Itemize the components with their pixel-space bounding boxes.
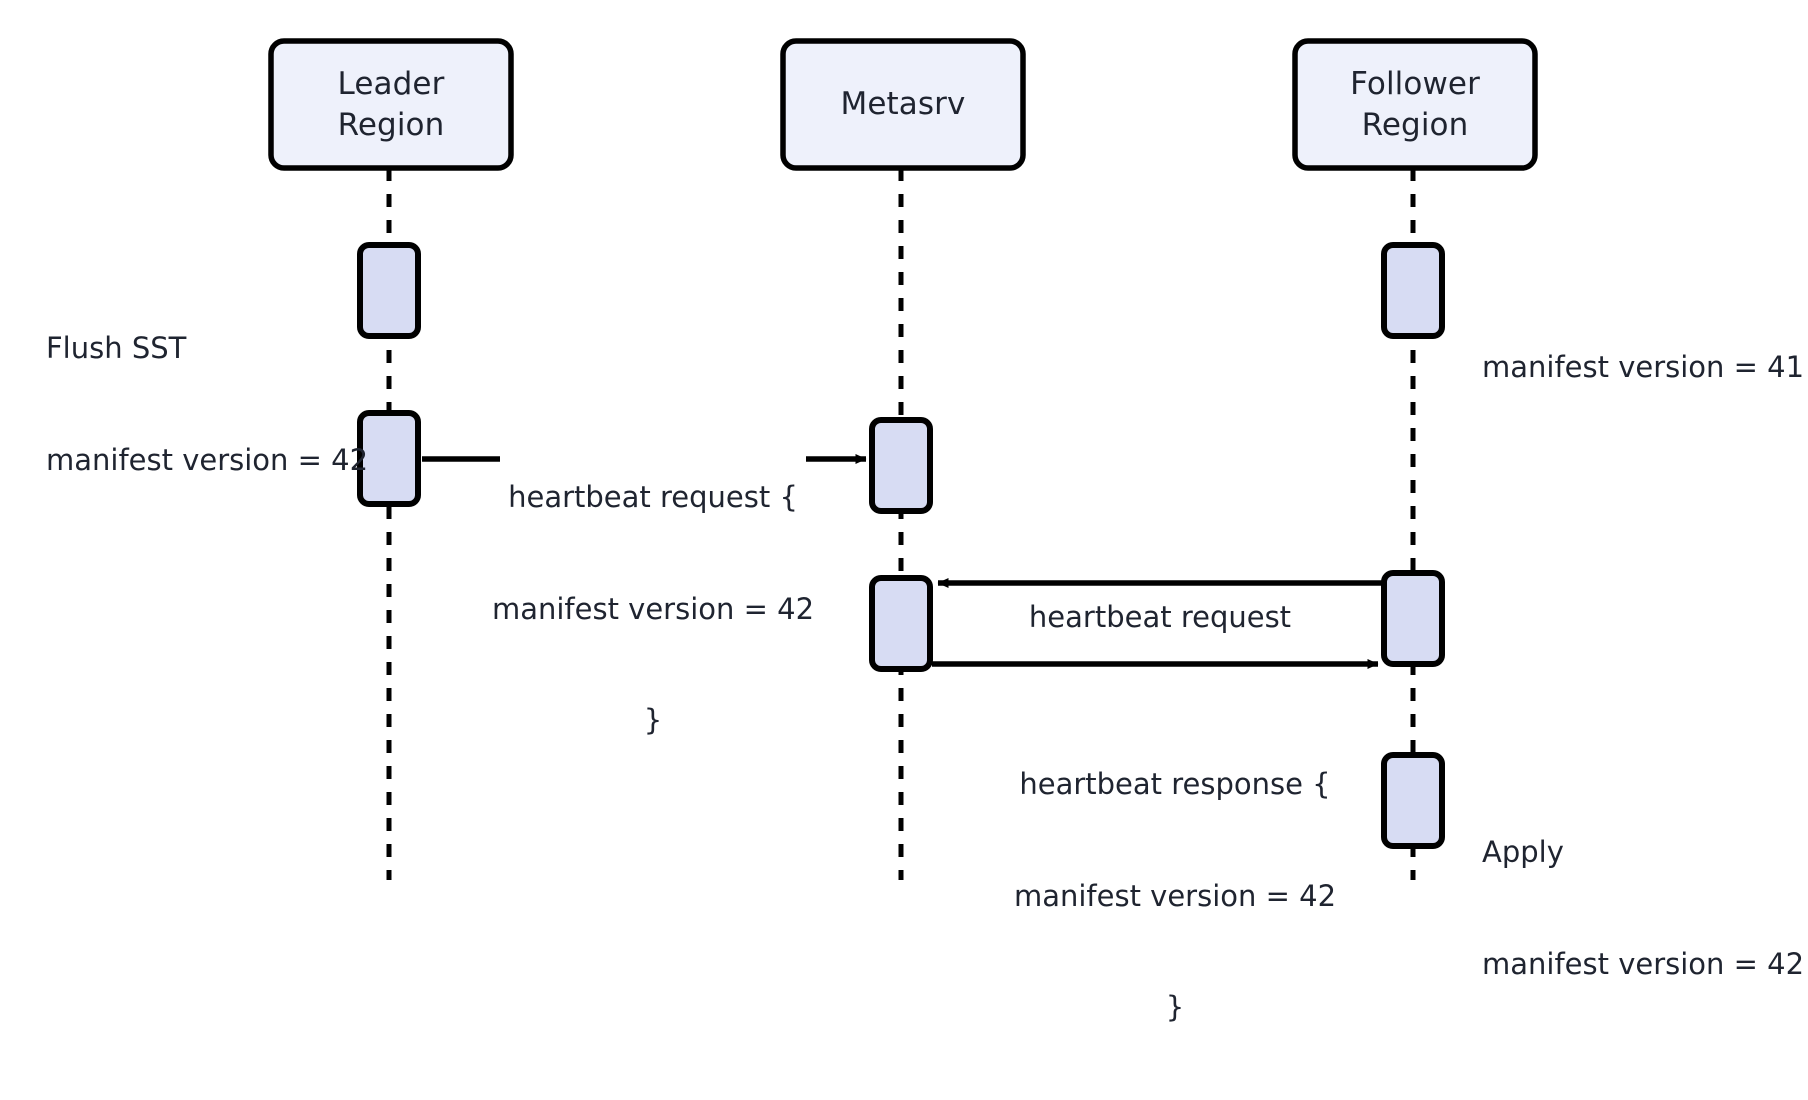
message-label-heartbeat-request-leader-line3: } [643,702,663,737]
note-apply-line2: manifest version = 42 [1482,946,1805,981]
note-apply-line1: Apply [1482,835,1564,870]
message-arrows [422,454,1382,669]
note-flush-sst-line1: Flush SST [46,331,187,366]
participant-box-leader[interactable] [268,38,514,171]
participant-box-follower[interactable] [1292,38,1538,171]
message-label-heartbeat-response-line3: } [1165,989,1185,1024]
activation-metasrv-exchange[interactable] [869,575,933,672]
diagram-canvas [268,38,1538,880]
note-flush-sst-line2: manifest version = 42 [46,442,369,477]
message-label-heartbeat-response-line1: heartbeat response { [1019,767,1331,802]
message-label-heartbeat-response: heartbeat response { manifest version = … [1005,692,1345,1100]
message-label-heartbeat-request-follower-line1: heartbeat request [1028,600,1292,635]
message-label-heartbeat-request-follower: heartbeat request [980,525,1340,711]
activation-bars [357,242,1445,849]
sequence-diagram: Leader Region Metasrv Follower Region Fl… [46,38,1805,1024]
note-apply: Apply manifest version = 42 [1482,760,1805,1057]
activation-follower-exchange[interactable] [1381,570,1445,667]
message-label-heartbeat-response-line2: manifest version = 42 [1013,878,1337,913]
message-label-heartbeat-request-leader: heartbeat request { manifest version = 4… [478,405,828,813]
message-label-heartbeat-request-leader-line2: manifest version = 42 [491,591,815,626]
activation-leader-heartbeat[interactable] [357,410,421,507]
activation-follower-initial[interactable] [1381,242,1445,339]
note-follower-version: manifest version = 41 [1482,275,1805,461]
activation-leader-flush[interactable] [357,242,421,339]
activation-follower-apply[interactable] [1381,752,1445,849]
note-flush-sst: Flush SST manifest version = 42 [46,256,369,553]
participant-boxes [268,38,1538,171]
message-label-heartbeat-request-leader-line1: heartbeat request { [508,480,798,515]
note-follower-version-line1: manifest version = 41 [1482,350,1805,385]
participant-box-metasrv[interactable] [780,38,1026,171]
activation-metasrv-heartbeat-in[interactable] [869,417,933,514]
